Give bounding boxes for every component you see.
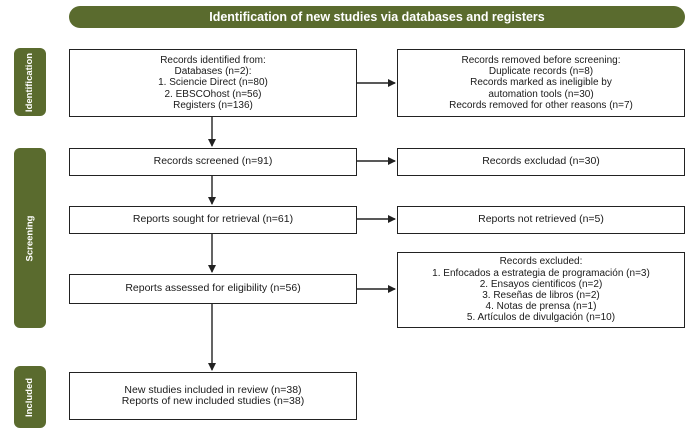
box-records-removed: Records removed before screening:Duplica… (397, 49, 685, 117)
box-records-screened: Records screened (n=91) (69, 148, 357, 176)
box-records-identified: Records identified from:Databases (n=2):… (69, 49, 357, 117)
box-reports-not-retrieved: Reports not retrieved (n=5) (397, 206, 685, 234)
box-text-line: 5. Artículos de divulgación (n=10) (466, 312, 616, 324)
box-text-line: automation tools (n=30) (488, 88, 594, 100)
header-title: Identification of new studies via databa… (209, 10, 545, 24)
box-text-line: Records screened (n=91) (153, 155, 273, 168)
box-reports-assessed: Reports assessed for eligibility (n=56) (69, 274, 357, 304)
box-text-line: 1. Enfocados a estrategia de programació… (432, 267, 650, 279)
box-text-line: Records removed before screening: (461, 54, 621, 66)
box-text-line: Duplicate records (n=8) (488, 66, 594, 78)
box-text-line: Records excluded: (499, 256, 583, 268)
box-text-line: 3. Reseñas de libros (n=2) (482, 290, 600, 301)
box-text-line: Records excludad (n=30) (482, 155, 600, 168)
box-text-line: 2. Ensayos cientificos (n=2) (479, 278, 603, 290)
box-text-line: 2. EBSCOhost (n=56) (164, 88, 262, 100)
box-records-excluded: Records excludad (n=30) (397, 148, 685, 176)
box-text-line: Reports not retrieved (n=5) (478, 213, 604, 226)
box-text-line: Databases (n=2): (174, 66, 252, 78)
box-text-line: Records marked as ineligible by (470, 77, 612, 89)
box-text-line: 4. Notas de prensa (n=1) (485, 301, 597, 313)
box-reports-sought: Reports sought for retrieval (n=61) (69, 206, 357, 234)
box-text-line: New studies included in review (n=38) (124, 383, 302, 396)
box-text-line: Reports of new included studies (n=38) (121, 395, 305, 407)
box-text-line: Registers (n=136) (173, 99, 253, 111)
box-text-line: Records removed for other reasons (n=7) (449, 99, 633, 111)
box-text-line: Reports assessed for eligibility (n=56) (125, 282, 301, 295)
diagram-header: Identification of new studies via databa… (69, 6, 685, 28)
box-text-line: Records identified from: (160, 54, 266, 66)
box-text-line: 1. Sciencie Direct (n=80) (158, 77, 268, 89)
box-text-line: Reports sought for retrieval (n=61) (132, 213, 294, 226)
phase-screening: Screening (14, 148, 46, 328)
box-records-excluded-reasons: Records excluded:1. Enfocados a estrateg… (397, 252, 685, 328)
phase-included: Included (14, 366, 46, 428)
phase-identification: Identification (14, 48, 46, 116)
box-studies-included: New studies included in review (n=38)Rep… (69, 372, 357, 420)
